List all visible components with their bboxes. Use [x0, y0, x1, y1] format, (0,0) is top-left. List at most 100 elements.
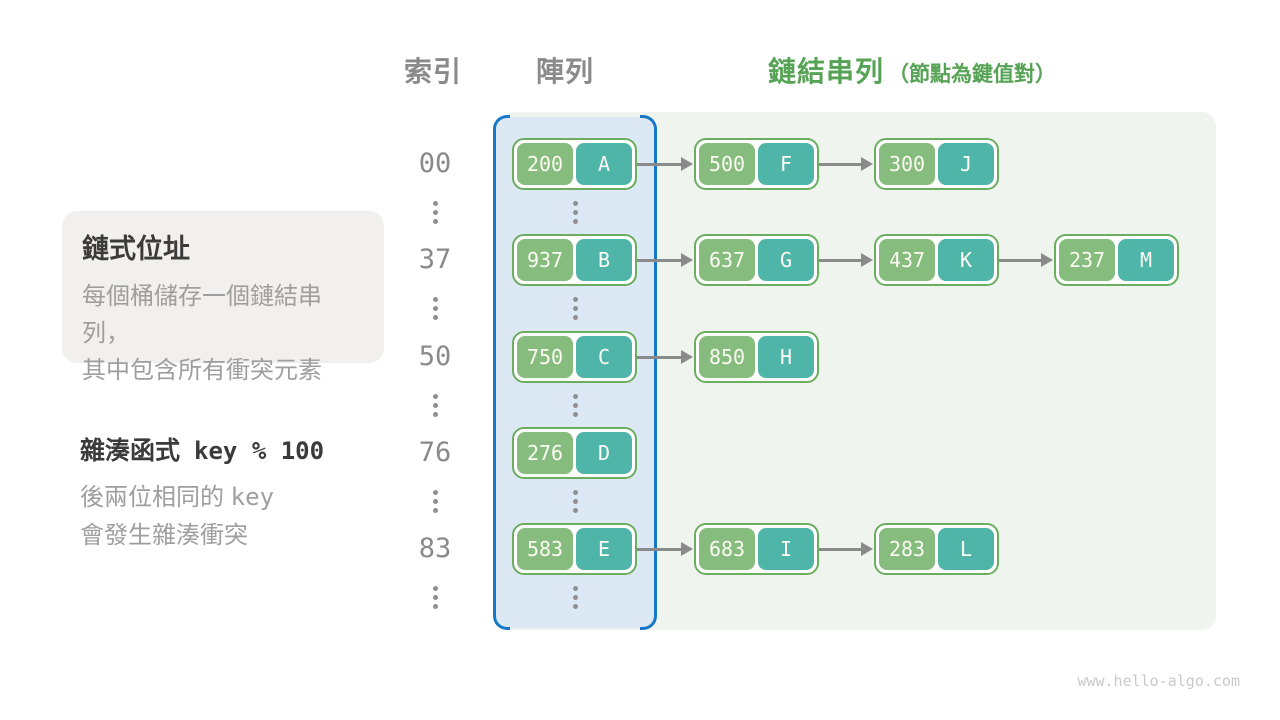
array-ellipsis-dots: [570, 201, 580, 224]
ellipsis-dot: [432, 201, 438, 206]
linked-list-header-label: 鏈結串列: [768, 56, 885, 87]
watermark: www.hello-algo.com: [1077, 672, 1240, 690]
arrow-head-icon: [681, 350, 693, 364]
hash-function-title-row: 雜湊函式 key % 100: [80, 431, 410, 467]
ellipsis-dot: [432, 499, 438, 504]
linked-list-column-header: 鏈結串列 （節點為鍵值對）: [768, 50, 1056, 90]
node-key-cell: 500: [699, 143, 755, 185]
linked-list-header-sublabel: （節點為鍵值對）: [888, 63, 1057, 86]
ellipsis-dot: [572, 508, 578, 513]
arrow-line: [819, 162, 861, 166]
arrow-line: [819, 547, 861, 551]
hash-note-line1-key: key: [230, 483, 275, 511]
array-ellipsis-dots: [570, 490, 580, 513]
ellipsis-dot: [572, 586, 578, 591]
next-pointer-arrow: [637, 252, 693, 268]
chaining-info-box: 鏈式位址 每個桶儲存一個鏈結串列， 其中包含所有衝突元素: [62, 211, 384, 384]
ellipsis-dot: [432, 315, 438, 320]
next-pointer-arrow: [819, 252, 873, 268]
arrow-head-icon: [681, 253, 693, 267]
node-value-cell: B: [576, 239, 632, 281]
ellipsis-dot: [432, 604, 438, 609]
ellipsis-dot: [432, 595, 438, 600]
node-value-cell: M: [1118, 239, 1174, 281]
array-column-header: 陣列: [535, 56, 594, 87]
node-value-cell: J: [938, 143, 994, 185]
bucket-index-label: 50: [418, 341, 452, 372]
ellipsis-dot: [572, 403, 578, 408]
arrow-head-icon: [681, 157, 693, 171]
node-value-cell: L: [938, 528, 994, 570]
node-key-cell: 937: [517, 239, 573, 281]
node-value-cell: A: [576, 143, 632, 185]
node-value-cell: I: [758, 528, 814, 570]
hash-note-line1-text: 後兩位相同的: [80, 484, 224, 511]
array-ellipsis-dots: [570, 586, 580, 609]
node-value-cell: C: [576, 336, 632, 378]
node-key-cell: 300: [879, 143, 935, 185]
arrow-line: [637, 355, 681, 359]
ellipsis-dot: [572, 394, 578, 399]
arrow-head-icon: [861, 157, 873, 171]
array-ellipsis-dots: [570, 297, 580, 320]
index-ellipsis-dots: [430, 201, 440, 224]
index-ellipsis-dots: [430, 297, 440, 320]
ellipsis-dot: [432, 412, 438, 417]
node-value-cell: F: [758, 143, 814, 185]
ellipsis-dot: [572, 315, 578, 320]
next-pointer-arrow: [819, 541, 873, 557]
info-box-line2: 其中包含所有衝突元素: [82, 357, 322, 384]
node-value-cell: E: [576, 528, 632, 570]
arrow-line: [637, 258, 681, 262]
ellipsis-dot: [572, 210, 578, 215]
ellipsis-dot: [432, 210, 438, 215]
arrow-line: [999, 258, 1041, 262]
next-pointer-arrow: [999, 252, 1053, 268]
index-ellipsis-dots: [430, 394, 440, 417]
ellipsis-dot: [572, 412, 578, 417]
index-ellipsis-dots: [430, 490, 440, 513]
node-key-cell: 437: [879, 239, 935, 281]
node-key-cell: 637: [699, 239, 755, 281]
ellipsis-dot: [432, 297, 438, 302]
node-value-cell: H: [758, 336, 814, 378]
arrow-head-icon: [861, 542, 873, 556]
node-key-cell: 200: [517, 143, 573, 185]
next-pointer-arrow: [819, 156, 873, 172]
ellipsis-dot: [572, 595, 578, 600]
bucket-index-label: 37: [418, 244, 452, 275]
ellipsis-dot: [432, 490, 438, 495]
info-box-title: 鏈式位址: [82, 234, 190, 264]
hash-function-label: 雜湊函式: [80, 437, 181, 465]
node-value-cell: K: [938, 239, 994, 281]
ellipsis-dot: [432, 394, 438, 399]
hash-function-note: 雜湊函式 key % 100 後兩位相同的 key 會發生雜湊衝突: [80, 431, 410, 555]
ellipsis-dot: [432, 219, 438, 224]
node-key-cell: 683: [699, 528, 755, 570]
node-key-cell: 283: [879, 528, 935, 570]
ellipsis-dot: [432, 306, 438, 311]
node-value-cell: G: [758, 239, 814, 281]
arrow-head-icon: [861, 253, 873, 267]
hash-note-line2: 會發生雜湊衝突: [80, 522, 248, 549]
ellipsis-dot: [572, 604, 578, 609]
ellipsis-dot: [572, 219, 578, 224]
ellipsis-dot: [572, 499, 578, 504]
ellipsis-dot: [572, 201, 578, 206]
hash-note-line1: 後兩位相同的 key: [80, 478, 410, 517]
ellipsis-dot: [432, 508, 438, 513]
bucket-index-label: 83: [418, 533, 452, 564]
arrow-line: [637, 547, 681, 551]
node-key-cell: 276: [517, 432, 573, 474]
array-bracket-right: [640, 115, 657, 630]
next-pointer-arrow: [637, 156, 693, 172]
